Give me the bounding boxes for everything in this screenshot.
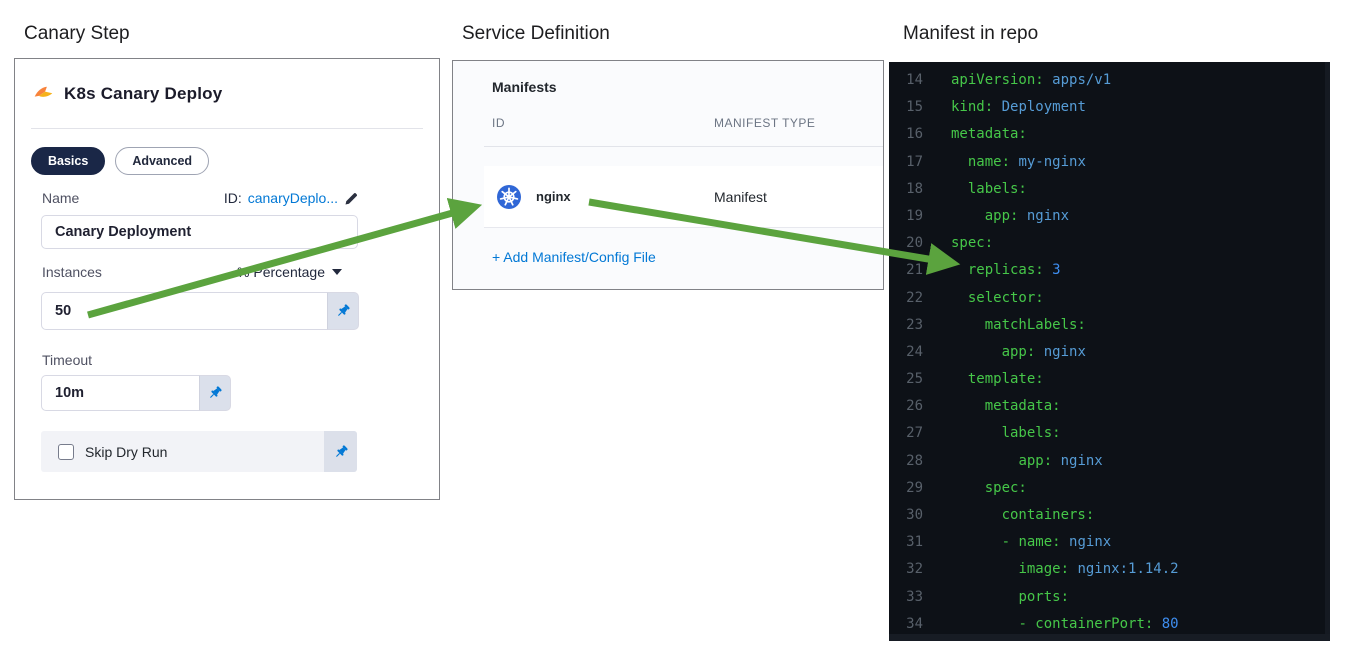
pushpin-icon bbox=[335, 303, 351, 319]
code-line: 27 labels: bbox=[906, 425, 1061, 442]
pencil-icon bbox=[344, 191, 359, 206]
manifest-row-type: Manifest bbox=[714, 188, 767, 205]
instances-input[interactable] bbox=[41, 292, 327, 330]
name-field-row: Name ID: canaryDeplo... bbox=[42, 190, 359, 206]
code-line: 30 containers: bbox=[906, 507, 1095, 523]
unit-selector-label: % Percentage bbox=[237, 264, 325, 280]
kubernetes-icon bbox=[496, 184, 522, 210]
code-line: 19 app: nginx bbox=[906, 207, 1070, 224]
id-prefix-label: ID: bbox=[223, 190, 242, 206]
chevron-down-icon bbox=[332, 269, 342, 275]
timeout-input-group bbox=[41, 375, 231, 411]
step-title: K8s Canary Deploy bbox=[64, 84, 223, 103]
code-line: 34 - containerPort: 80 bbox=[906, 615, 1179, 632]
step-id-group: ID: canaryDeplo... bbox=[224, 190, 359, 206]
code-line: 28 app: nginx bbox=[906, 452, 1103, 469]
edit-id-button[interactable] bbox=[344, 191, 359, 206]
code-line: 31 - name: nginx bbox=[906, 534, 1112, 551]
name-label: Name bbox=[42, 190, 80, 206]
name-input[interactable] bbox=[41, 215, 358, 249]
instances-pin-button[interactable] bbox=[327, 292, 359, 330]
instances-input-group bbox=[41, 292, 359, 330]
manifest-in-repo-heading: Manifest in repo bbox=[903, 23, 1039, 44]
step-tabs: Basics Advanced bbox=[31, 147, 210, 175]
step-id-link[interactable]: canaryDeplo... bbox=[247, 190, 338, 206]
add-manifest-link[interactable]: + Add Manifest/Config File bbox=[492, 249, 656, 265]
skip-dry-run-label: Skip Dry Run bbox=[85, 443, 168, 460]
editor-horizontal-scrollbar[interactable] bbox=[889, 634, 1330, 641]
canary-bird-icon bbox=[33, 84, 54, 104]
code-line: 23 matchLabels: bbox=[906, 316, 1086, 333]
code-line: 26 metadata: bbox=[906, 398, 1061, 415]
code-line: 18 labels: bbox=[906, 180, 1027, 197]
skip-dry-run-row: Skip Dry Run bbox=[41, 431, 357, 472]
code-line: 29 spec: bbox=[906, 479, 1027, 496]
timeout-input[interactable] bbox=[41, 375, 199, 411]
code-line: 25 template: bbox=[906, 371, 1044, 388]
code-line: 33 ports: bbox=[906, 588, 1070, 605]
service-definition-panel: Manifests ID MANIFEST TYPE bbox=[452, 60, 884, 290]
timeout-label: Timeout bbox=[42, 352, 93, 368]
canary-step-panel: K8s Canary Deploy Basics Advanced Name I… bbox=[14, 58, 440, 500]
tab-advanced[interactable]: Advanced bbox=[115, 147, 210, 175]
pushpin-icon bbox=[207, 385, 223, 401]
code-line: 32 image: nginx:1.14.2 bbox=[906, 561, 1179, 578]
timeout-pin-button[interactable] bbox=[199, 375, 231, 411]
column-header-id: ID bbox=[492, 116, 505, 130]
canary-step-heading: Canary Step bbox=[24, 23, 130, 44]
code-line: 21 replicas: 3 bbox=[906, 262, 1061, 279]
instances-unit-selector[interactable]: % Percentage bbox=[237, 264, 342, 280]
pushpin-icon bbox=[333, 444, 349, 460]
code-line: 22 selector: bbox=[906, 289, 1044, 306]
code-line: 17 name: my-nginx bbox=[906, 153, 1086, 170]
divider bbox=[484, 146, 883, 147]
editor-vertical-scrollbar[interactable] bbox=[1325, 62, 1330, 634]
skip-dry-run-checkbox[interactable] bbox=[58, 443, 74, 460]
column-header-manifest-type: MANIFEST TYPE bbox=[714, 116, 816, 130]
service-definition-heading: Service Definition bbox=[462, 23, 610, 44]
code-line: 24 app: nginx bbox=[906, 343, 1086, 360]
step-header: K8s Canary Deploy bbox=[33, 84, 222, 104]
instances-label: Instances bbox=[42, 264, 102, 280]
manifests-title: Manifests bbox=[492, 79, 557, 95]
instances-field-row: Instances % Percentage bbox=[42, 264, 342, 280]
manifest-table-row[interactable]: nginx Manifest bbox=[484, 166, 883, 228]
manifest-row-id: nginx bbox=[536, 189, 571, 204]
divider bbox=[31, 128, 423, 129]
skip-dry-run-pin-button[interactable] bbox=[324, 431, 357, 472]
tab-basics[interactable]: Basics bbox=[31, 147, 106, 175]
